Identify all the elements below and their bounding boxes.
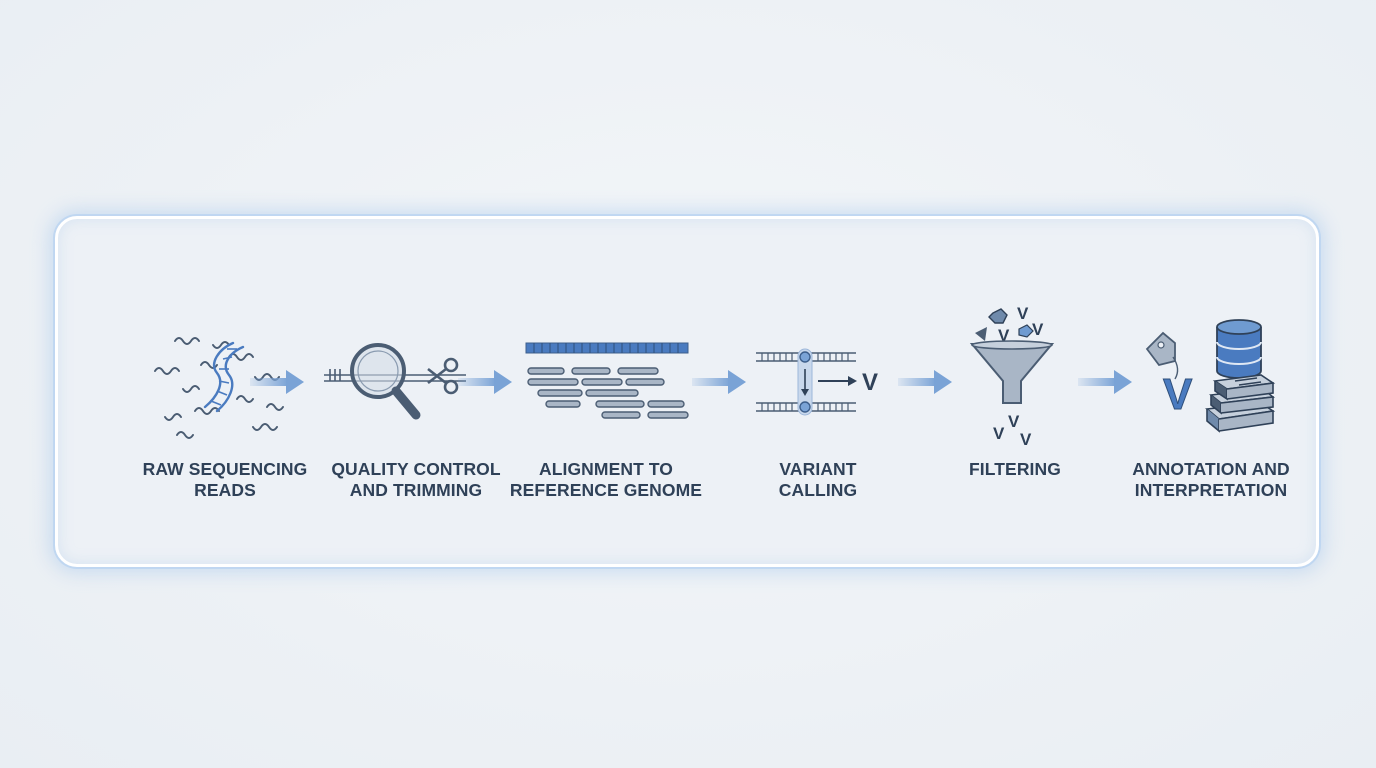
magnifier-scissors-icon — [324, 343, 466, 420]
books-icon — [1205, 374, 1276, 433]
step-label-line1: ANNOTATION AND — [1132, 459, 1290, 479]
flow-arrow — [1078, 370, 1132, 394]
variant-v-glyph: V — [1032, 320, 1044, 339]
step-label: ALIGNMENT TO REFERENCE GENOME — [496, 459, 716, 501]
funnel-icon: V V V V V V — [969, 304, 1055, 449]
database-icon — [1216, 319, 1262, 379]
variant-v-glyph: V — [1008, 412, 1020, 431]
flow-arrow — [692, 370, 746, 394]
step-label-line2: READS — [194, 480, 256, 500]
step-label-line2: CALLING — [778, 480, 858, 500]
variant-v-glyph: V — [862, 369, 878, 396]
step-label-line2: REFERENCE GENOME — [509, 480, 703, 500]
stage-annotation: V — [1111, 219, 1311, 570]
step-label-line2: AND TRIMMING — [349, 480, 483, 500]
variant-v-glyph: V — [993, 424, 1005, 443]
flow-arrow — [250, 370, 304, 394]
dna-reads-icon — [154, 337, 284, 439]
step-label: ANNOTATION AND INTERPRETATION — [1101, 459, 1321, 501]
step-label-line1: QUALITY CONTROL — [331, 459, 501, 479]
step-label-line1: VARIANT — [779, 459, 857, 479]
flow-arrow — [458, 370, 512, 394]
stage-alignment: ALIGNMENT TO REFERENCE GENOME — [506, 219, 706, 570]
database-books-icon: V — [1145, 319, 1276, 433]
variant-v-glyph: V — [1020, 430, 1032, 449]
step-label: RAW SEQUENCING READS — [115, 459, 335, 501]
step-label-line1: RAW SEQUENCING — [142, 459, 308, 479]
pipeline-panel: RAW SEQUENCING READS — [55, 216, 1319, 567]
variant-v-glyph: V — [1017, 304, 1029, 323]
variant-v-glyph: V — [1163, 370, 1193, 419]
step-label-line2: INTERPRETATION — [1134, 480, 1288, 500]
stage-quality-control: QUALITY CONTROL AND TRIMMING — [316, 219, 516, 570]
stage-variant-calling: V VARIANT CALLING — [718, 219, 918, 570]
stage-raw-reads: RAW SEQUENCING READS — [125, 219, 325, 570]
step-label-line1: ALIGNMENT TO — [538, 459, 674, 479]
step-label: QUALITY CONTROL AND TRIMMING — [306, 459, 526, 501]
stage-filtering: V V V V V V FILTERING — [915, 219, 1115, 570]
step-label-line1: FILTERING — [969, 459, 1061, 479]
alignment-icon — [525, 342, 689, 419]
tag-icon — [1145, 331, 1179, 380]
step-label: FILTERING — [905, 459, 1125, 480]
variant-calling-icon: V — [756, 348, 878, 416]
step-label: VARIANT CALLING — [708, 459, 928, 501]
flow-arrow — [898, 370, 952, 394]
